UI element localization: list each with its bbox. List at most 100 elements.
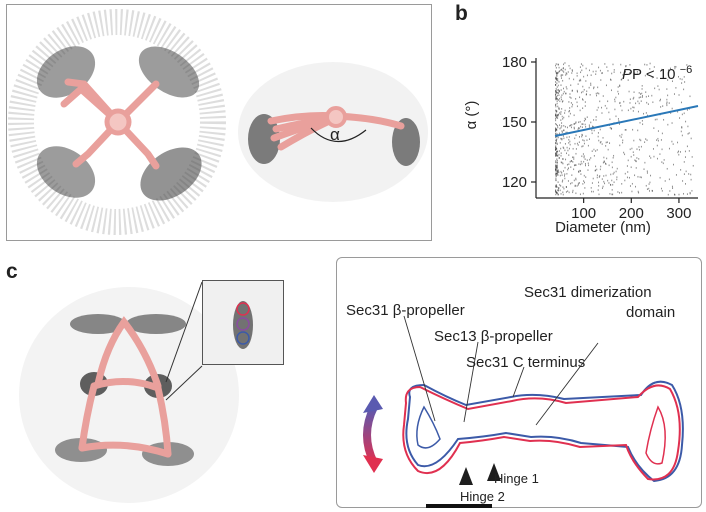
scatter-point bbox=[578, 170, 580, 173]
panel-a-image: α bbox=[7, 8, 428, 235]
scatter-point bbox=[615, 170, 617, 173]
scatter-point bbox=[598, 66, 600, 69]
scatter-point bbox=[638, 92, 640, 94]
scatter-point bbox=[557, 136, 559, 139]
scatter-point bbox=[563, 71, 565, 73]
scatter-point bbox=[571, 90, 573, 92]
scatter-point bbox=[608, 111, 610, 114]
scatter-point bbox=[584, 187, 586, 189]
angle-arc bbox=[310, 127, 366, 142]
scatter-point bbox=[640, 100, 642, 102]
scatter-point bbox=[597, 189, 599, 191]
scatter-point bbox=[555, 87, 557, 90]
flex-double-arrow bbox=[362, 394, 383, 473]
scatter-point bbox=[590, 121, 592, 124]
scatter-point bbox=[555, 154, 557, 156]
scatter-point bbox=[633, 154, 635, 156]
scatter-point bbox=[597, 132, 599, 134]
scatter-point bbox=[565, 74, 567, 76]
scatter-point bbox=[584, 101, 586, 103]
scatter-point bbox=[672, 143, 674, 145]
scatter-point bbox=[635, 102, 637, 105]
scatter-point bbox=[557, 88, 559, 91]
scatter-point bbox=[626, 176, 628, 179]
scatter-point bbox=[596, 109, 598, 111]
scatter-point bbox=[614, 108, 616, 111]
scatter-point bbox=[555, 117, 557, 120]
scatter-point bbox=[555, 93, 557, 96]
scatter-point bbox=[572, 189, 574, 192]
scatter-point bbox=[597, 106, 599, 109]
scatter-point bbox=[573, 126, 575, 129]
scatter-point bbox=[581, 123, 583, 125]
scatter-point bbox=[555, 184, 557, 186]
scatter-point bbox=[600, 165, 602, 168]
scatter-point bbox=[557, 63, 559, 66]
scatter-point bbox=[582, 192, 584, 195]
scatter-point bbox=[555, 63, 557, 65]
scatter-point bbox=[653, 127, 655, 129]
scatter-point bbox=[556, 100, 558, 103]
scatter-point bbox=[583, 139, 585, 142]
scatter-point bbox=[568, 163, 570, 166]
scatter-point bbox=[662, 162, 664, 165]
scatter-point bbox=[559, 97, 561, 100]
scatter-point bbox=[686, 109, 688, 111]
scatter-point bbox=[575, 148, 577, 150]
scatter-point bbox=[612, 173, 614, 175]
scatter-point bbox=[645, 112, 647, 114]
scatter-point bbox=[563, 116, 565, 119]
scatter-point bbox=[637, 129, 639, 132]
scatter-point bbox=[556, 166, 558, 169]
scatter-point bbox=[562, 162, 564, 165]
scatter-point bbox=[677, 141, 679, 144]
scatter-point bbox=[619, 102, 621, 105]
scatter-point bbox=[634, 174, 636, 177]
scatter-point bbox=[555, 81, 557, 83]
scatter-point bbox=[561, 161, 563, 164]
scatter-point bbox=[668, 102, 670, 104]
scatter-point bbox=[651, 94, 653, 97]
scatter-point bbox=[661, 148, 663, 151]
scatter-point bbox=[581, 126, 583, 129]
scatter-point bbox=[647, 103, 649, 105]
label-hinge-1: Hinge 1 bbox=[494, 471, 539, 486]
scatter-point bbox=[555, 66, 557, 69]
scatter-point bbox=[663, 118, 665, 121]
scatter-point bbox=[617, 118, 619, 120]
scatter-point bbox=[648, 95, 650, 97]
scatter-point bbox=[560, 111, 562, 113]
scatter-point bbox=[632, 97, 634, 100]
scatter-point bbox=[651, 189, 653, 192]
scatter-point bbox=[569, 93, 571, 95]
scatter-point bbox=[562, 193, 564, 196]
scatter-point bbox=[612, 193, 614, 196]
scatter-point bbox=[685, 170, 687, 173]
scatter-point bbox=[595, 70, 597, 73]
scatter-point bbox=[585, 80, 587, 82]
scatter-point bbox=[619, 84, 621, 87]
scatter-point bbox=[581, 162, 583, 165]
inset-image bbox=[233, 301, 253, 349]
scatter-point bbox=[612, 183, 614, 186]
scatter-point bbox=[640, 139, 642, 142]
scatter-point bbox=[656, 144, 658, 147]
scatter-point bbox=[596, 168, 598, 171]
scatter-point bbox=[555, 142, 557, 144]
scatter-point bbox=[563, 87, 565, 90]
scatter-point bbox=[657, 130, 659, 132]
scatter-point bbox=[681, 113, 683, 116]
scatter-point bbox=[592, 177, 594, 180]
hinge-2-marker bbox=[458, 466, 473, 485]
scatter-point bbox=[556, 89, 558, 91]
scatter-point bbox=[555, 177, 557, 180]
scatter-point bbox=[557, 193, 559, 196]
scatter-point bbox=[583, 180, 585, 182]
scatter-point bbox=[570, 124, 572, 127]
scatter-point bbox=[666, 101, 668, 103]
scatter-point bbox=[567, 149, 569, 152]
scatter-point bbox=[687, 133, 689, 135]
scatter-point bbox=[629, 71, 631, 74]
scatter-point bbox=[679, 117, 681, 119]
scatter-point bbox=[667, 193, 669, 196]
